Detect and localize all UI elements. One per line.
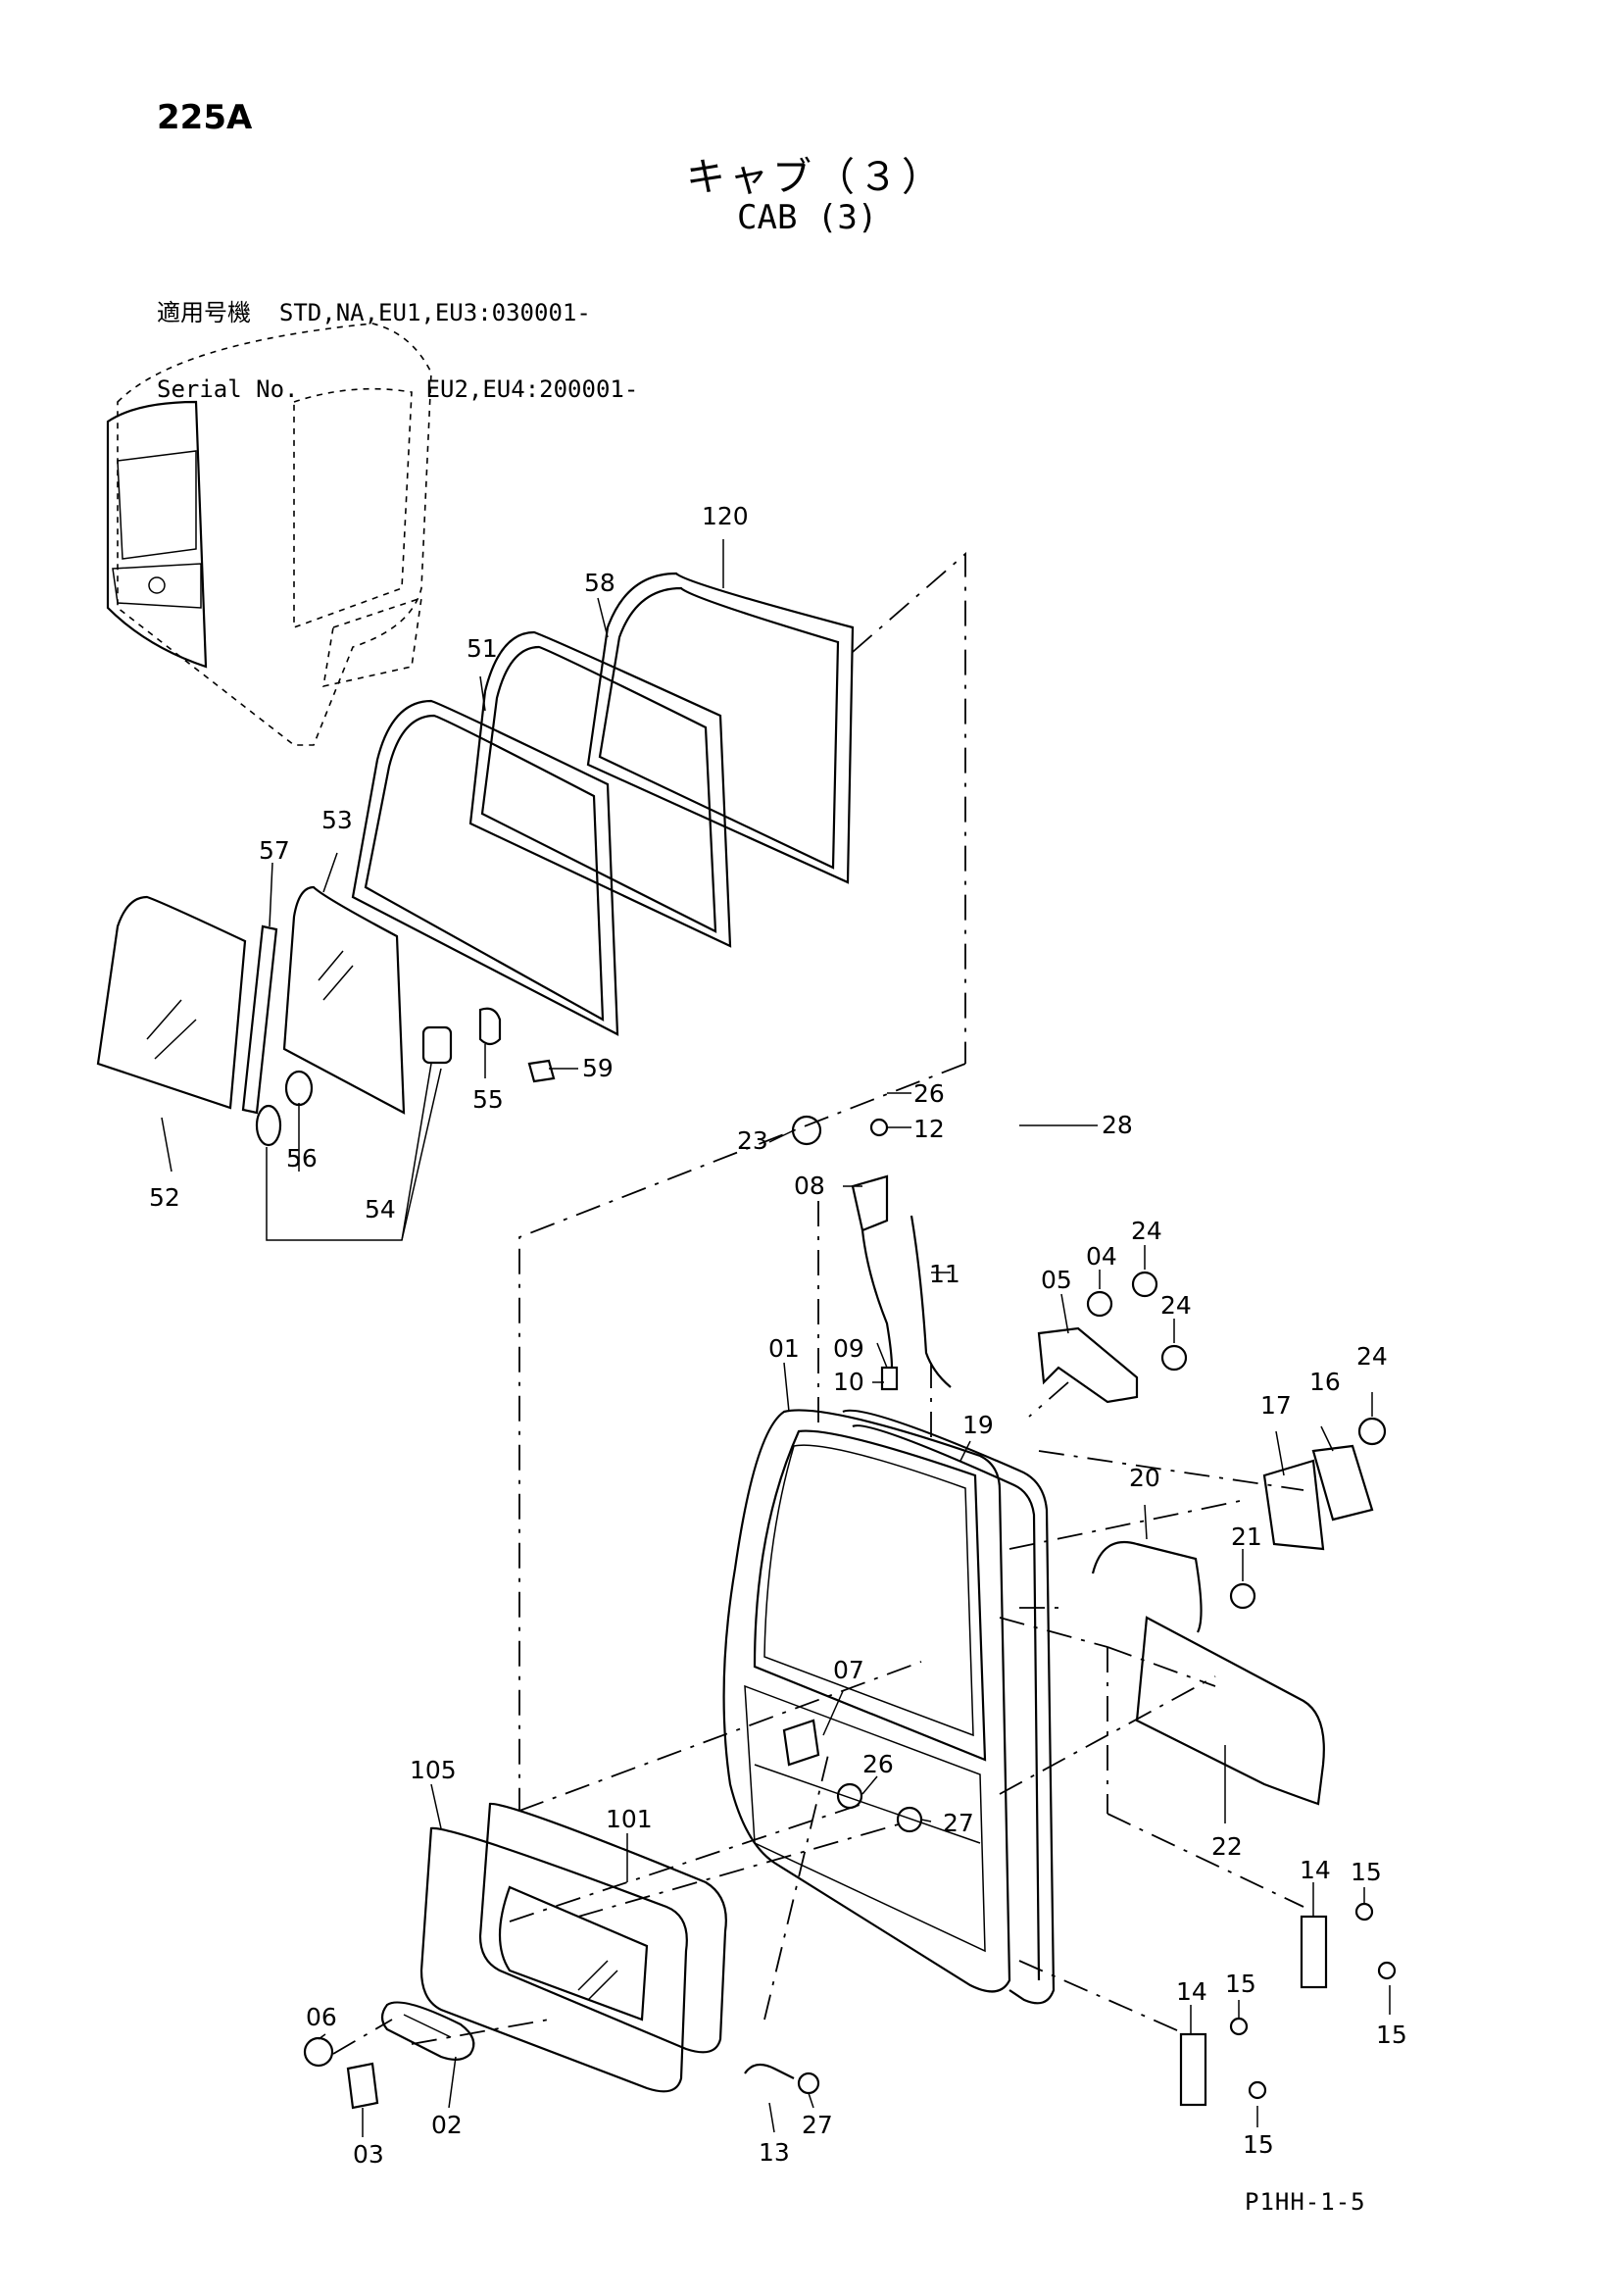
door-weatherstrip-19 [842, 1409, 1056, 2005]
callout-01: 01 [768, 1334, 800, 1363]
callout-56: 56 [286, 1144, 318, 1173]
callout-04: 04 [1086, 1242, 1117, 1271]
callout-14-b: 14 [1176, 1977, 1207, 2006]
callout-03: 03 [353, 2140, 384, 2169]
door-seal-51 [351, 699, 619, 1036]
callout-26-lower: 26 [862, 1750, 894, 1778]
callout-10: 10 [833, 1368, 864, 1396]
callout-21: 21 [1231, 1522, 1262, 1551]
callout-14-a: 14 [1300, 1856, 1331, 1884]
callout-13: 13 [759, 2138, 790, 2167]
callout-26-upper: 26 [913, 1079, 945, 1108]
callout-55: 55 [472, 1085, 504, 1114]
cab-overview-illustration [106, 323, 432, 746]
callout-07: 07 [833, 1656, 864, 1684]
callout-52: 52 [149, 1183, 180, 1212]
callout-105: 105 [410, 1756, 457, 1784]
latch-cable-assembly [791, 1115, 952, 1391]
trim-panel-22 [1135, 1616, 1325, 1806]
callout-12: 12 [913, 1115, 945, 1143]
page-code: 225A [157, 98, 253, 137]
inner-panel-101 [478, 1802, 727, 2054]
callout-11: 11 [929, 1260, 960, 1288]
callout-23: 23 [737, 1126, 768, 1155]
seal-strip-57 [241, 924, 278, 1115]
knob-06 [303, 2036, 334, 2068]
callout-labels: 120 58 51 53 57 52 56 54 55 59 26 12 23 … [149, 502, 1407, 2169]
serial-row-1: 適用号機 STD,NA,EU1,EU3:030001- [157, 300, 638, 325]
latch-parts-54-56 [255, 1007, 556, 1147]
inside-handle-02 [380, 2001, 475, 2061]
callout-120: 120 [702, 502, 749, 530]
callout-24-b: 24 [1160, 1291, 1192, 1320]
callout-58: 58 [584, 569, 615, 597]
callout-09: 09 [833, 1334, 864, 1363]
serial-range-1: STD,NA,EU1,EU3:030001- [278, 299, 591, 326]
callout-15-b: 15 [1376, 2021, 1407, 2049]
callout-02: 02 [431, 2111, 463, 2139]
glass-pane-53 [282, 885, 406, 1115]
callout-57: 57 [259, 836, 290, 865]
leader-lines [161, 539, 1391, 2137]
callout-101: 101 [606, 1805, 653, 1833]
seal-frame-120 [586, 572, 855, 884]
callout-19: 19 [962, 1411, 994, 1439]
door-assembly-01 [722, 1409, 1011, 1993]
hinge-upper-14 [1300, 1902, 1397, 1989]
callout-28: 28 [1102, 1111, 1133, 1139]
callout-54: 54 [365, 1195, 396, 1223]
callout-06: 06 [306, 2003, 337, 2031]
callout-15-d: 15 [1243, 2130, 1274, 2159]
title-japanese: キャブ（３） [686, 155, 945, 200]
callout-16: 16 [1309, 1368, 1341, 1396]
footer-page-code: P1HH-1-5 [1245, 2188, 1366, 2216]
serial-label-en: Serial No. [157, 375, 299, 403]
callout-27-a: 27 [943, 1809, 974, 1837]
glass-frame-58 [468, 630, 732, 948]
callout-51: 51 [467, 634, 498, 663]
callout-08: 08 [794, 1172, 825, 1200]
callout-24-a: 24 [1131, 1217, 1162, 1245]
cover-plates-16-17 [1262, 1444, 1374, 1551]
callout-05: 05 [1041, 1266, 1072, 1294]
title-english: CAB (3) [737, 198, 878, 237]
hinge-lower-14 [1179, 2017, 1267, 2107]
callout-20: 20 [1129, 1464, 1160, 1492]
callout-17: 17 [1260, 1391, 1292, 1420]
serial-label-jp: 適用号機 [157, 299, 251, 326]
handle-20 [1091, 1540, 1256, 1633]
striker-bracket-05 [1037, 1271, 1387, 1446]
callout-15-a: 15 [1351, 1858, 1382, 1886]
rod-13 [744, 2063, 820, 2095]
assembly-lines [332, 552, 1304, 2055]
callout-53: 53 [321, 806, 353, 834]
callout-59: 59 [582, 1054, 614, 1082]
bracket-03 [346, 2062, 379, 2110]
callout-15-c: 15 [1225, 1970, 1256, 1998]
callout-22: 22 [1211, 1832, 1243, 1861]
serial-range-2: EU2,EU4:200001- [425, 375, 639, 403]
callout-24-c: 24 [1356, 1342, 1388, 1371]
glass-pane-52 [96, 895, 247, 1110]
inner-panel-105 [419, 1826, 688, 2093]
callout-27-b: 27 [802, 2111, 833, 2139]
serial-row-2: Serial No. EU2,EU4:200001- [157, 376, 638, 402]
serial-applicability: 適用号機 STD,NA,EU1,EU3:030001- Serial No. E… [157, 249, 638, 427]
